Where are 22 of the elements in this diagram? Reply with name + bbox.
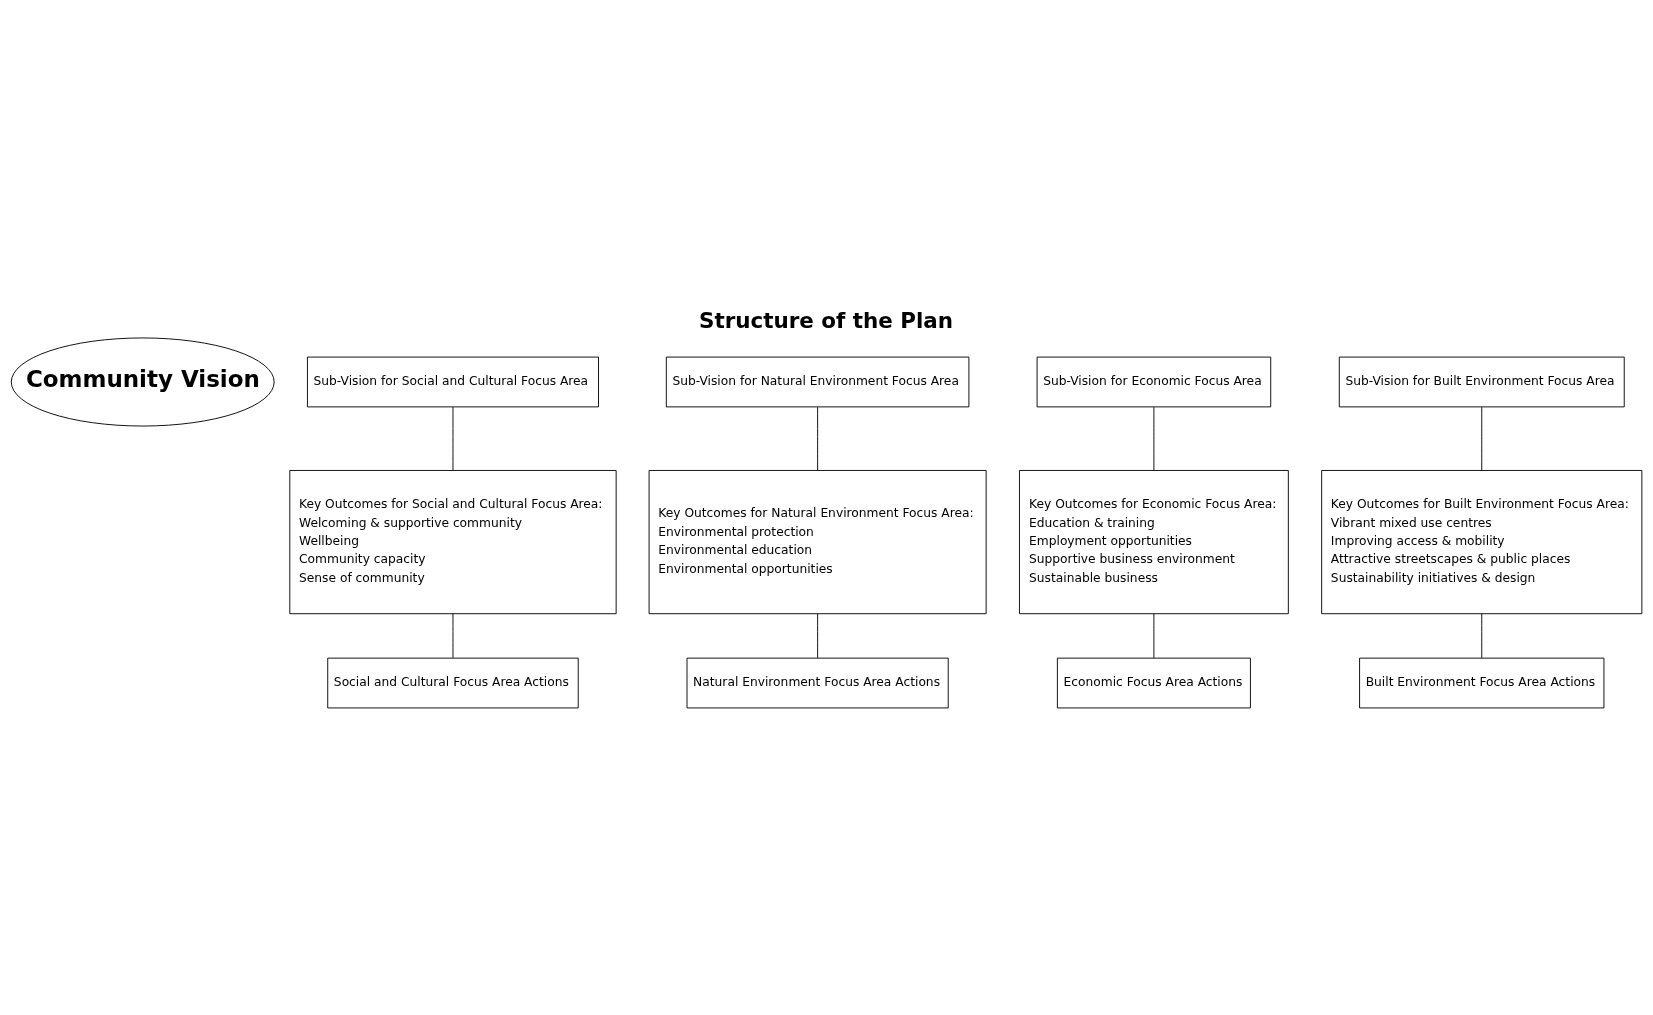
connector: [1481, 406, 1483, 471]
connector: [452, 406, 454, 471]
node-box: Sub-Vision for Social and Cultural Focus Area: [306, 356, 599, 407]
node-box: Social and Cultural Focus Area Actions: [327, 657, 579, 708]
connector: [1153, 612, 1155, 658]
node-box: Built Environment Focus Area Actions: [1359, 657, 1605, 708]
node-box: Sub-Vision for Built Environment Focus Area: [1338, 356, 1625, 407]
node-ellipse: Community Vision: [10, 337, 275, 426]
connector: [817, 406, 819, 471]
connector: [1153, 406, 1155, 471]
node-box: Natural Environment Focus Area Actions: [686, 657, 949, 708]
connector: [452, 612, 454, 658]
node-box: Economic Focus Area Actions: [1056, 657, 1251, 708]
node-box: Key Outcomes for Natural Environment Focus Area: Environmental protection Environmental education Environmental opportunities: [648, 469, 987, 614]
node-box: Sub-Vision for Economic Focus Area: [1036, 356, 1272, 407]
node-box: Sub-Vision for Natural Environment Focus Area: [665, 356, 970, 407]
node-box: Key Outcomes for Built Environment Focus Area: Vibrant mixed use centres Improving access & mobility Attractive streetscapes & public places Sustainability initiatives & design: [1321, 469, 1643, 614]
connector: [817, 612, 819, 658]
node-box: Key Outcomes for Economic Focus Area: Education & training Employment opportunities Supportive business environment Sustainable business: [1019, 469, 1289, 614]
connector: [1481, 612, 1483, 658]
node-box: Key Outcomes for Social and Cultural Focus Area: Welcoming & supportive community Wellbeing Community capacity Sense of community: [289, 469, 617, 614]
diagram-title: Structure of the Plan: [698, 307, 954, 333]
